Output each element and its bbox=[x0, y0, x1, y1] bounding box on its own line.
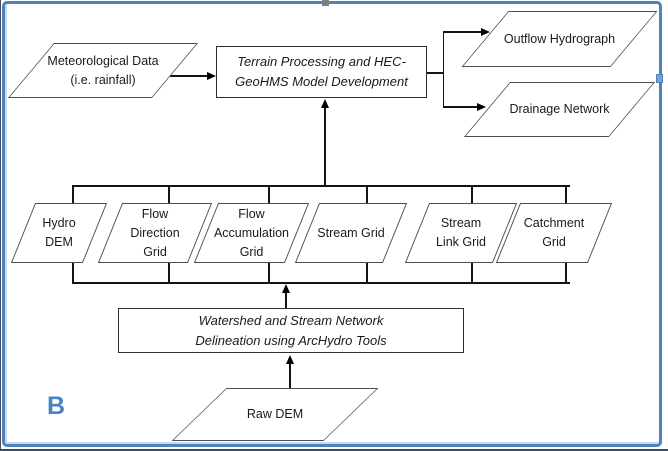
bus-bottom bbox=[72, 282, 570, 284]
arrow-met-to-terrain-head bbox=[207, 72, 216, 80]
arrow-to-drainage-head bbox=[477, 103, 486, 111]
figure-frame[interactable] bbox=[2, 1, 662, 447]
bus-top-stub-2 bbox=[168, 185, 170, 204]
arrow-met-to-terrain-line bbox=[170, 75, 208, 77]
bus-top-stub-5 bbox=[471, 185, 473, 204]
arrow-to-outflow-line bbox=[443, 31, 481, 33]
stream-link-line2: Link Grid bbox=[435, 235, 487, 249]
bus-top-stub-3 bbox=[268, 185, 270, 204]
resize-handle-top[interactable] bbox=[322, 0, 329, 6]
bus-bottom-stub-4 bbox=[366, 263, 368, 282]
catchment-line2: Grid bbox=[542, 235, 566, 249]
bus-top-stub-4 bbox=[366, 185, 368, 204]
arrow-rawdem-to-watershed-head bbox=[286, 355, 294, 364]
node-meteorological-data: Meteorological Data (i.e. rainfall) bbox=[7, 43, 199, 98]
screen-edge-bottom bbox=[0, 449, 668, 451]
hydro-dem-line2: DEM bbox=[45, 235, 73, 249]
bus-bottom-stub-6 bbox=[565, 263, 567, 282]
terrain-processing-line1: Terrain Processing and HEC- bbox=[237, 54, 406, 69]
flow-direction-line1: Flow bbox=[141, 206, 169, 221]
node-flow-accumulation-grid: Flow Accumulation Grid bbox=[193, 203, 310, 263]
flow-accumulation-line2: Accumulation bbox=[213, 225, 290, 240]
arrow-watershed-to-bus-line bbox=[285, 293, 287, 308]
arrow-to-outflow-head bbox=[481, 28, 490, 36]
arrow-bus-to-terrain-line bbox=[324, 108, 326, 186]
node-outflow-hydrograph: Outflow Hydrograph bbox=[461, 11, 658, 67]
flow-accumulation-line3: Grid bbox=[239, 244, 264, 259]
node-raw-dem: Raw DEM bbox=[171, 388, 379, 441]
node-terrain-processing: Terrain Processing and HEC- GeoHMS Model… bbox=[216, 46, 427, 98]
stream-grid-line1: Stream Grid bbox=[317, 225, 385, 240]
panel-label: B bbox=[47, 392, 66, 420]
node-stream-link-grid: Stream Link Grid bbox=[404, 203, 518, 263]
arrow-bus-to-terrain-head bbox=[321, 99, 329, 108]
bus-top-stub-6 bbox=[565, 185, 567, 204]
stream-link-line1: Stream bbox=[440, 216, 482, 230]
resize-handle-right[interactable] bbox=[656, 74, 663, 83]
arrow-rawdem-to-watershed-line bbox=[289, 364, 291, 388]
flow-direction-line2: Direction bbox=[130, 225, 180, 240]
bus-top bbox=[72, 185, 570, 187]
node-watershed-delineation: Watershed and Stream Network Delineation… bbox=[118, 308, 464, 353]
raw-dem-label: Raw DEM bbox=[246, 407, 304, 421]
catchment-line1: Catchment bbox=[523, 216, 585, 230]
bus-bottom-stub-3 bbox=[268, 263, 270, 282]
node-hydro-dem: Hydro DEM bbox=[10, 203, 108, 263]
outflow-hydrograph-label: Outflow Hydrograph bbox=[503, 31, 616, 46]
node-drainage-network: Drainage Network bbox=[463, 82, 656, 137]
bus-bottom-stub-5 bbox=[471, 263, 473, 282]
arrow-terrain-out-stem bbox=[427, 72, 444, 74]
meteorological-data-line1: Meteorological Data bbox=[47, 53, 159, 68]
bus-bottom-stub-2 bbox=[168, 263, 170, 282]
node-catchment-grid: Catchment Grid bbox=[495, 203, 613, 263]
bus-top-stub-1 bbox=[72, 185, 74, 204]
meteorological-data-line2: (i.e. rainfall) bbox=[70, 72, 136, 87]
arrow-terrain-out-riser bbox=[442, 31, 444, 108]
node-stream-grid: Stream Grid bbox=[294, 203, 408, 263]
drainage-network-label: Drainage Network bbox=[509, 102, 610, 116]
terrain-processing-line2: GeoHMS Model Development bbox=[235, 74, 408, 89]
watershed-line2: Delineation using ArcHydro Tools bbox=[195, 332, 387, 348]
screen-edge-left bbox=[0, 0, 1, 451]
node-flow-direction-grid: Flow Direction Grid bbox=[97, 203, 213, 263]
flow-direction-line3: Grid bbox=[143, 244, 167, 259]
arrow-watershed-to-bus-head bbox=[282, 284, 290, 293]
hydro-dem-line1: Hydro bbox=[42, 216, 76, 230]
arrow-to-drainage-line bbox=[443, 106, 477, 108]
flow-accumulation-line1: Flow bbox=[238, 206, 265, 221]
watershed-line1: Watershed and Stream Network bbox=[198, 312, 384, 328]
bus-bottom-stub-1 bbox=[72, 263, 74, 282]
